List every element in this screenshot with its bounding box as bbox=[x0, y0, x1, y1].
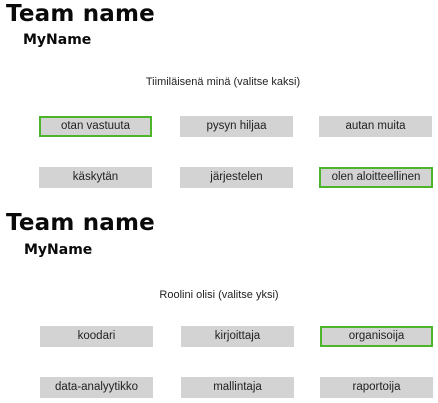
option-data-analyytikko[interactable]: data-analyytikko bbox=[40, 377, 153, 398]
option-olen-aloitteellinen[interactable]: olen aloitteellinen bbox=[319, 167, 433, 188]
option-kaskytan[interactable]: käskytän bbox=[39, 167, 152, 188]
option-autan-muita[interactable]: autan muita bbox=[319, 116, 432, 137]
trait-prompt: Tiimiläisenä minä (valitse kaksi) bbox=[145, 76, 301, 88]
role-prompt: Roolini olisi (valitse yksi) bbox=[159, 289, 279, 301]
option-organisoija[interactable]: organisoija bbox=[320, 326, 433, 347]
option-otan-vastuuta[interactable]: otan vastuuta bbox=[39, 116, 152, 137]
option-koodari[interactable]: koodari bbox=[40, 326, 153, 347]
player-name-label: MyName bbox=[24, 242, 93, 258]
option-mallintaja[interactable]: mallintaja bbox=[181, 377, 294, 398]
option-raportoija[interactable]: raportoija bbox=[320, 377, 433, 398]
option-pysyn-hiljaa[interactable]: pysyn hiljaa bbox=[180, 116, 293, 137]
team-name-heading: Team name bbox=[6, 1, 155, 27]
player-name-label: MyName bbox=[23, 32, 92, 48]
option-kirjoittaja[interactable]: kirjoittaja bbox=[181, 326, 294, 347]
team-name-heading: Team name bbox=[6, 210, 155, 236]
option-jarjestelen[interactable]: järjestelen bbox=[180, 167, 293, 188]
